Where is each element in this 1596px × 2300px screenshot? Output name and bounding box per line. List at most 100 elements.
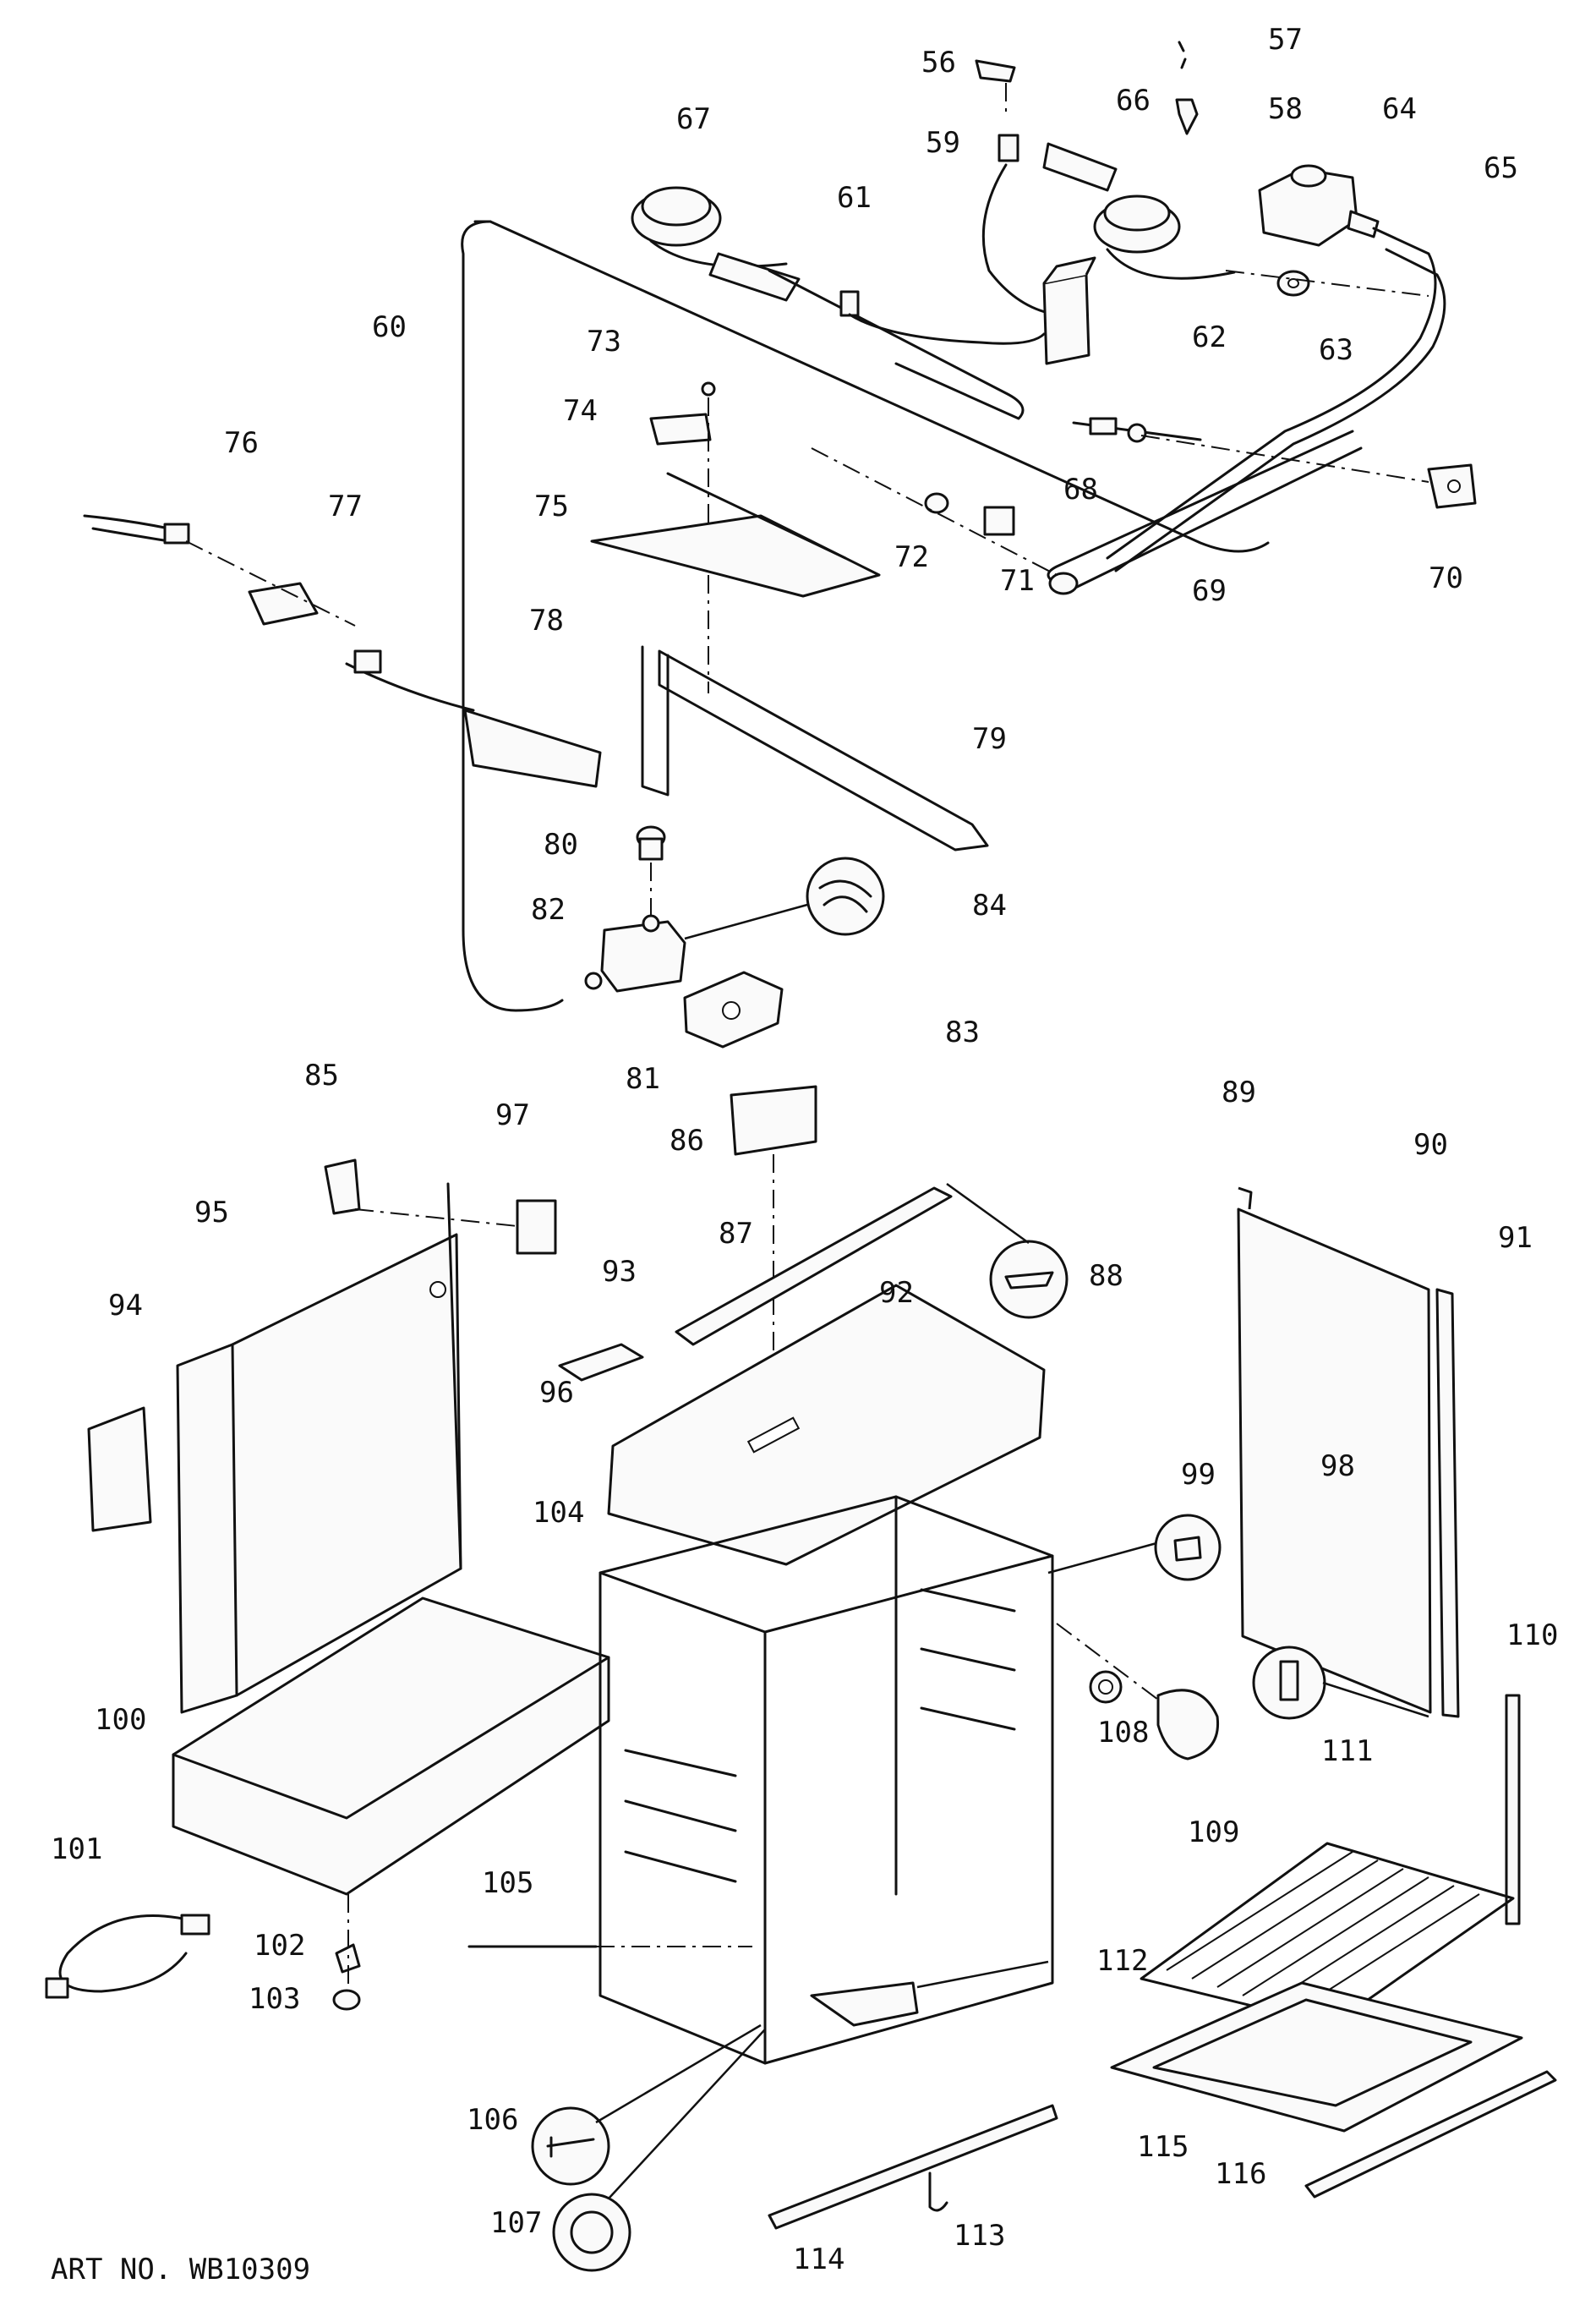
broiler-pan-115 xyxy=(1110,1981,1523,2133)
callout-113: 113 xyxy=(954,2219,1005,2253)
socket-108 xyxy=(1089,1670,1123,1704)
bracket-74 xyxy=(649,413,712,446)
callout-87: 87 xyxy=(719,1217,753,1251)
base-100 xyxy=(172,1596,610,1896)
callout-86: 86 xyxy=(670,1124,704,1158)
callout-97: 97 xyxy=(495,1098,530,1132)
callout-95: 95 xyxy=(194,1196,229,1229)
callout-71: 71 xyxy=(1000,564,1035,598)
bracket-77 xyxy=(248,582,319,626)
callout-99: 99 xyxy=(1181,1458,1216,1492)
bracket-85 xyxy=(324,1158,361,1215)
manifold-65 xyxy=(1106,227,1437,560)
callout-68: 68 xyxy=(1063,473,1098,507)
switch-70 xyxy=(1427,463,1477,509)
clip-56 xyxy=(975,59,1016,118)
callout-107: 107 xyxy=(490,2206,542,2240)
callout-94: 94 xyxy=(108,1289,143,1322)
callout-84: 84 xyxy=(972,889,1007,923)
spark-module-62 xyxy=(1042,256,1096,365)
detail-106 xyxy=(531,2023,762,2186)
burner-tube xyxy=(768,269,1025,420)
callout-85: 85 xyxy=(304,1059,339,1092)
oven-body-104 xyxy=(598,1495,1054,2065)
power-cord-101 xyxy=(45,1914,210,1999)
supply-tube-60 xyxy=(461,220,564,1012)
callout-102: 102 xyxy=(254,1929,305,1963)
callout-74: 74 xyxy=(563,394,598,428)
callout-89: 89 xyxy=(1222,1076,1256,1109)
callout-59: 59 xyxy=(926,126,960,160)
callout-82: 82 xyxy=(531,893,566,927)
thermocouple-59 xyxy=(981,134,1050,315)
screw-82 xyxy=(584,972,603,990)
callout-106: 106 xyxy=(467,2103,518,2137)
lead-61 xyxy=(839,290,1046,345)
detail-99 xyxy=(1047,1514,1222,1581)
callout-112: 112 xyxy=(1096,1944,1148,1978)
pin-89 xyxy=(1238,1186,1253,1210)
callout-72: 72 xyxy=(894,540,929,574)
callout-91: 91 xyxy=(1498,1221,1533,1255)
callout-98: 98 xyxy=(1320,1449,1355,1483)
baffle-75 xyxy=(590,472,881,598)
main-tube-69 xyxy=(1047,430,1354,585)
callout-63: 63 xyxy=(1319,333,1353,367)
side-panel-95 xyxy=(176,1182,462,1714)
top-burner-67 xyxy=(631,186,801,302)
detail-84 xyxy=(684,857,885,940)
callout-101: 101 xyxy=(51,1832,102,1866)
callout-109: 109 xyxy=(1188,1815,1239,1849)
callout-70: 70 xyxy=(1429,561,1463,595)
callout-115: 115 xyxy=(1137,2130,1189,2164)
callout-58: 58 xyxy=(1268,92,1303,126)
detail-98 xyxy=(1252,1646,1429,1720)
callout-69: 69 xyxy=(1192,574,1227,608)
oven-burner-79 xyxy=(641,645,989,852)
callout-110: 110 xyxy=(1506,1618,1558,1652)
fitting-68 xyxy=(1072,417,1202,443)
orifice-58 xyxy=(1175,98,1199,135)
strip-110 xyxy=(1505,1694,1521,1925)
gas-valve-64 xyxy=(1258,164,1380,247)
bulb-109 xyxy=(1156,1689,1220,1761)
block-97 xyxy=(516,1199,557,1255)
callout-80: 80 xyxy=(544,828,578,862)
callout-114: 114 xyxy=(793,2242,844,2276)
callout-104: 104 xyxy=(533,1496,584,1530)
callout-111: 111 xyxy=(1321,1734,1373,1768)
callout-73: 73 xyxy=(587,325,621,359)
block-71 xyxy=(983,506,1015,536)
callout-77: 77 xyxy=(328,490,363,523)
gasket-91 xyxy=(1435,1288,1460,1718)
callout-100: 100 xyxy=(95,1703,146,1737)
callout-105: 105 xyxy=(482,1866,533,1900)
orifice-80 xyxy=(636,825,666,861)
callout-79: 79 xyxy=(972,722,1007,756)
bracket-83 xyxy=(683,971,784,1049)
callout-67: 67 xyxy=(676,102,711,136)
callout-62: 62 xyxy=(1192,320,1227,354)
callout-83: 83 xyxy=(945,1016,980,1049)
cooktop-96 xyxy=(607,1284,1046,1566)
callout-56: 56 xyxy=(921,46,956,79)
top-burner-66 xyxy=(1042,142,1236,280)
callout-65: 65 xyxy=(1484,151,1518,185)
screw-73 xyxy=(701,381,716,397)
main-tube-69-b xyxy=(1065,446,1363,594)
callout-78: 78 xyxy=(529,604,564,638)
thermostat-valve-81 xyxy=(600,914,686,993)
fitting-63 xyxy=(1276,270,1310,297)
kick-plate-114 xyxy=(768,2104,1058,2230)
bracket-112 xyxy=(810,1981,919,2027)
callout-96: 96 xyxy=(539,1376,574,1410)
callout-57: 57 xyxy=(1268,23,1303,57)
plug-76 xyxy=(83,514,190,545)
door-90 xyxy=(1237,1208,1432,1714)
callout-116: 116 xyxy=(1215,2157,1266,2191)
manifold-65-b xyxy=(1114,248,1446,572)
front-rail-87 xyxy=(675,1186,953,1346)
callout-103: 103 xyxy=(249,1982,300,2016)
